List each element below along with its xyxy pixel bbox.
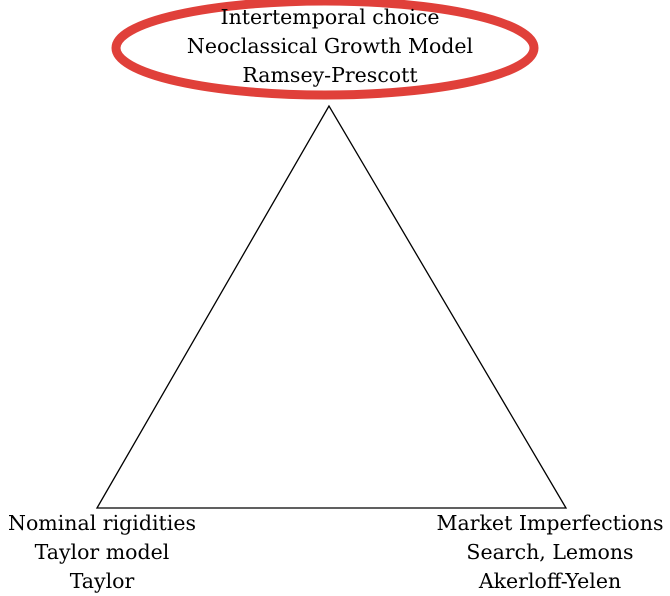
top-vertex-label: Intertemporal choice Neoclassical Growth… [130, 3, 530, 90]
triangle [95, 104, 568, 509]
top-vertex-line-2: Neoclassical Growth Model [186, 34, 474, 58]
right-vertex-line-2: Search, Lemons [466, 540, 634, 564]
right-vertex-line-3: Akerloff-Yelen [478, 569, 622, 593]
top-vertex-line-1: Intertemporal choice [220, 5, 440, 29]
top-vertex-line-3: Ramsey-Prescott [242, 63, 418, 87]
right-vertex-line-1: Market Imperfections [436, 511, 664, 535]
left-vertex-line-3: Taylor [69, 569, 135, 593]
left-vertex-line-2: Taylor model [34, 540, 170, 564]
highlight-ellipse [111, 0, 539, 100]
right-vertex-label: Market Imperfections Search, Lemons Aker… [430, 509, 670, 596]
left-vertex-label: Nominal rigidities Taylor model Taylor [0, 509, 204, 596]
left-vertex-line-1: Nominal rigidities [8, 511, 196, 535]
